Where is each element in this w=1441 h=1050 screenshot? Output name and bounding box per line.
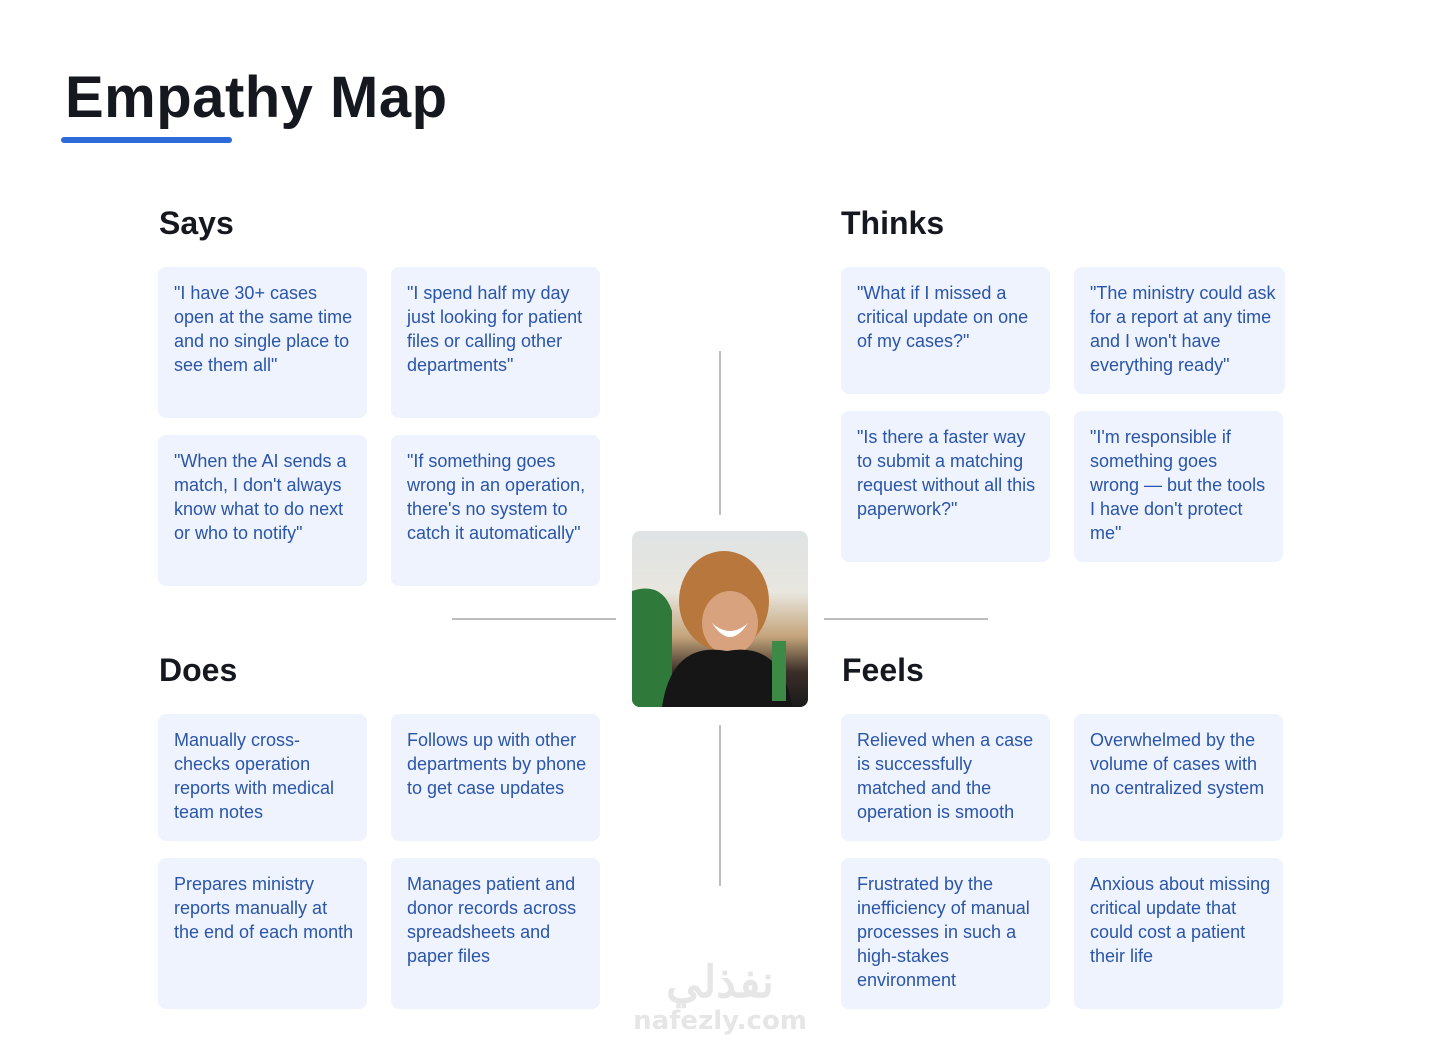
feels-card: Relieved when a case is successfully mat… <box>841 714 1050 841</box>
feels-card: Anxious about missing critical update th… <box>1074 858 1283 1009</box>
watermark: نفذلي nafezly.com <box>630 958 810 1037</box>
does-heading: Does <box>159 652 238 688</box>
says-card: "If something goes wrong in an operation… <box>391 435 600 586</box>
says-heading: Says <box>159 205 234 241</box>
divider-horizontal-right <box>824 618 988 620</box>
thinks-card: "Is there a faster way to submit a match… <box>841 411 1050 562</box>
divider-vertical-bottom <box>719 725 721 886</box>
feels-heading: Feels <box>842 652 924 688</box>
feels-card: Overwhelmed by the volume of cases with … <box>1074 714 1283 841</box>
says-card: "I have 30+ cases open at the same time … <box>158 267 367 418</box>
says-card: "I spend half my day just looking for pa… <box>391 267 600 418</box>
feels-card: Frustrated by the inefficiency of manual… <box>841 858 1050 1009</box>
watermark-arabic: نفذلي <box>666 958 774 1007</box>
does-card: Manually cross-checks operation reports … <box>158 714 367 841</box>
thinks-heading: Thinks <box>841 205 945 241</box>
page-title: Empathy Map <box>65 65 448 130</box>
divider-horizontal-left <box>452 618 616 620</box>
title-underline <box>61 137 232 143</box>
says-card: "When the AI sends a match, I don't alwa… <box>158 435 367 586</box>
does-card: Follows up with other departments by pho… <box>391 714 600 841</box>
persona-photo <box>632 531 808 707</box>
does-card: Manages patient and donor records across… <box>391 858 600 1009</box>
watermark-latin: nafezly.com <box>633 1006 807 1036</box>
divider-vertical-top <box>719 351 721 515</box>
does-card: Prepares ministry reports manually at th… <box>158 858 367 1009</box>
thinks-card: "I'm responsible if something goes wrong… <box>1074 411 1283 562</box>
thinks-card: "The ministry could ask for a report at … <box>1074 267 1285 394</box>
thinks-card: "What if I missed a critical update on o… <box>841 267 1050 394</box>
